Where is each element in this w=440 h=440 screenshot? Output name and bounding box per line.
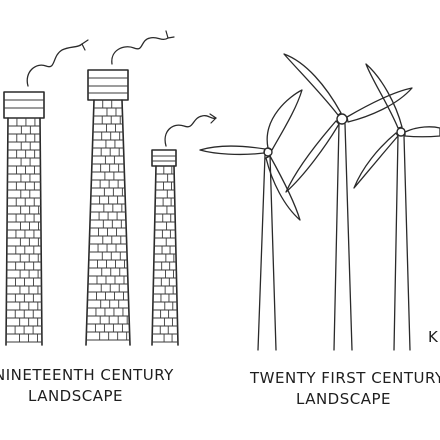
brick-pattern-right (151, 165, 179, 343)
blade (285, 120, 340, 193)
blade (265, 155, 301, 221)
caption-right-line2: LANDSCAPE (296, 390, 391, 408)
caption-left-line1: NINETEENTH CENTURY (0, 366, 174, 384)
blade (346, 87, 413, 123)
wind-turbine-middle (283, 53, 413, 351)
wind-turbine-left (199, 89, 303, 351)
blade (283, 53, 342, 116)
brick-pattern-middle (85, 99, 131, 341)
blade (365, 63, 403, 129)
chimney-middle (85, 30, 175, 346)
smoke-right (164, 114, 217, 147)
chimney-left (3, 39, 89, 346)
brick-pattern-left (5, 117, 43, 343)
blade (199, 145, 266, 156)
artist-signature: K (428, 328, 439, 346)
smoke-left (26, 43, 83, 87)
blade (353, 132, 399, 189)
chimney-right (151, 113, 217, 346)
smoke-middle (111, 36, 169, 65)
caption-left-line2: LANDSCAPE (28, 387, 123, 405)
blade (404, 126, 440, 138)
wind-turbine-right (353, 63, 440, 351)
blade (266, 89, 303, 151)
caption-right-line1: TWENTY FIRST CENTURY (249, 369, 440, 387)
